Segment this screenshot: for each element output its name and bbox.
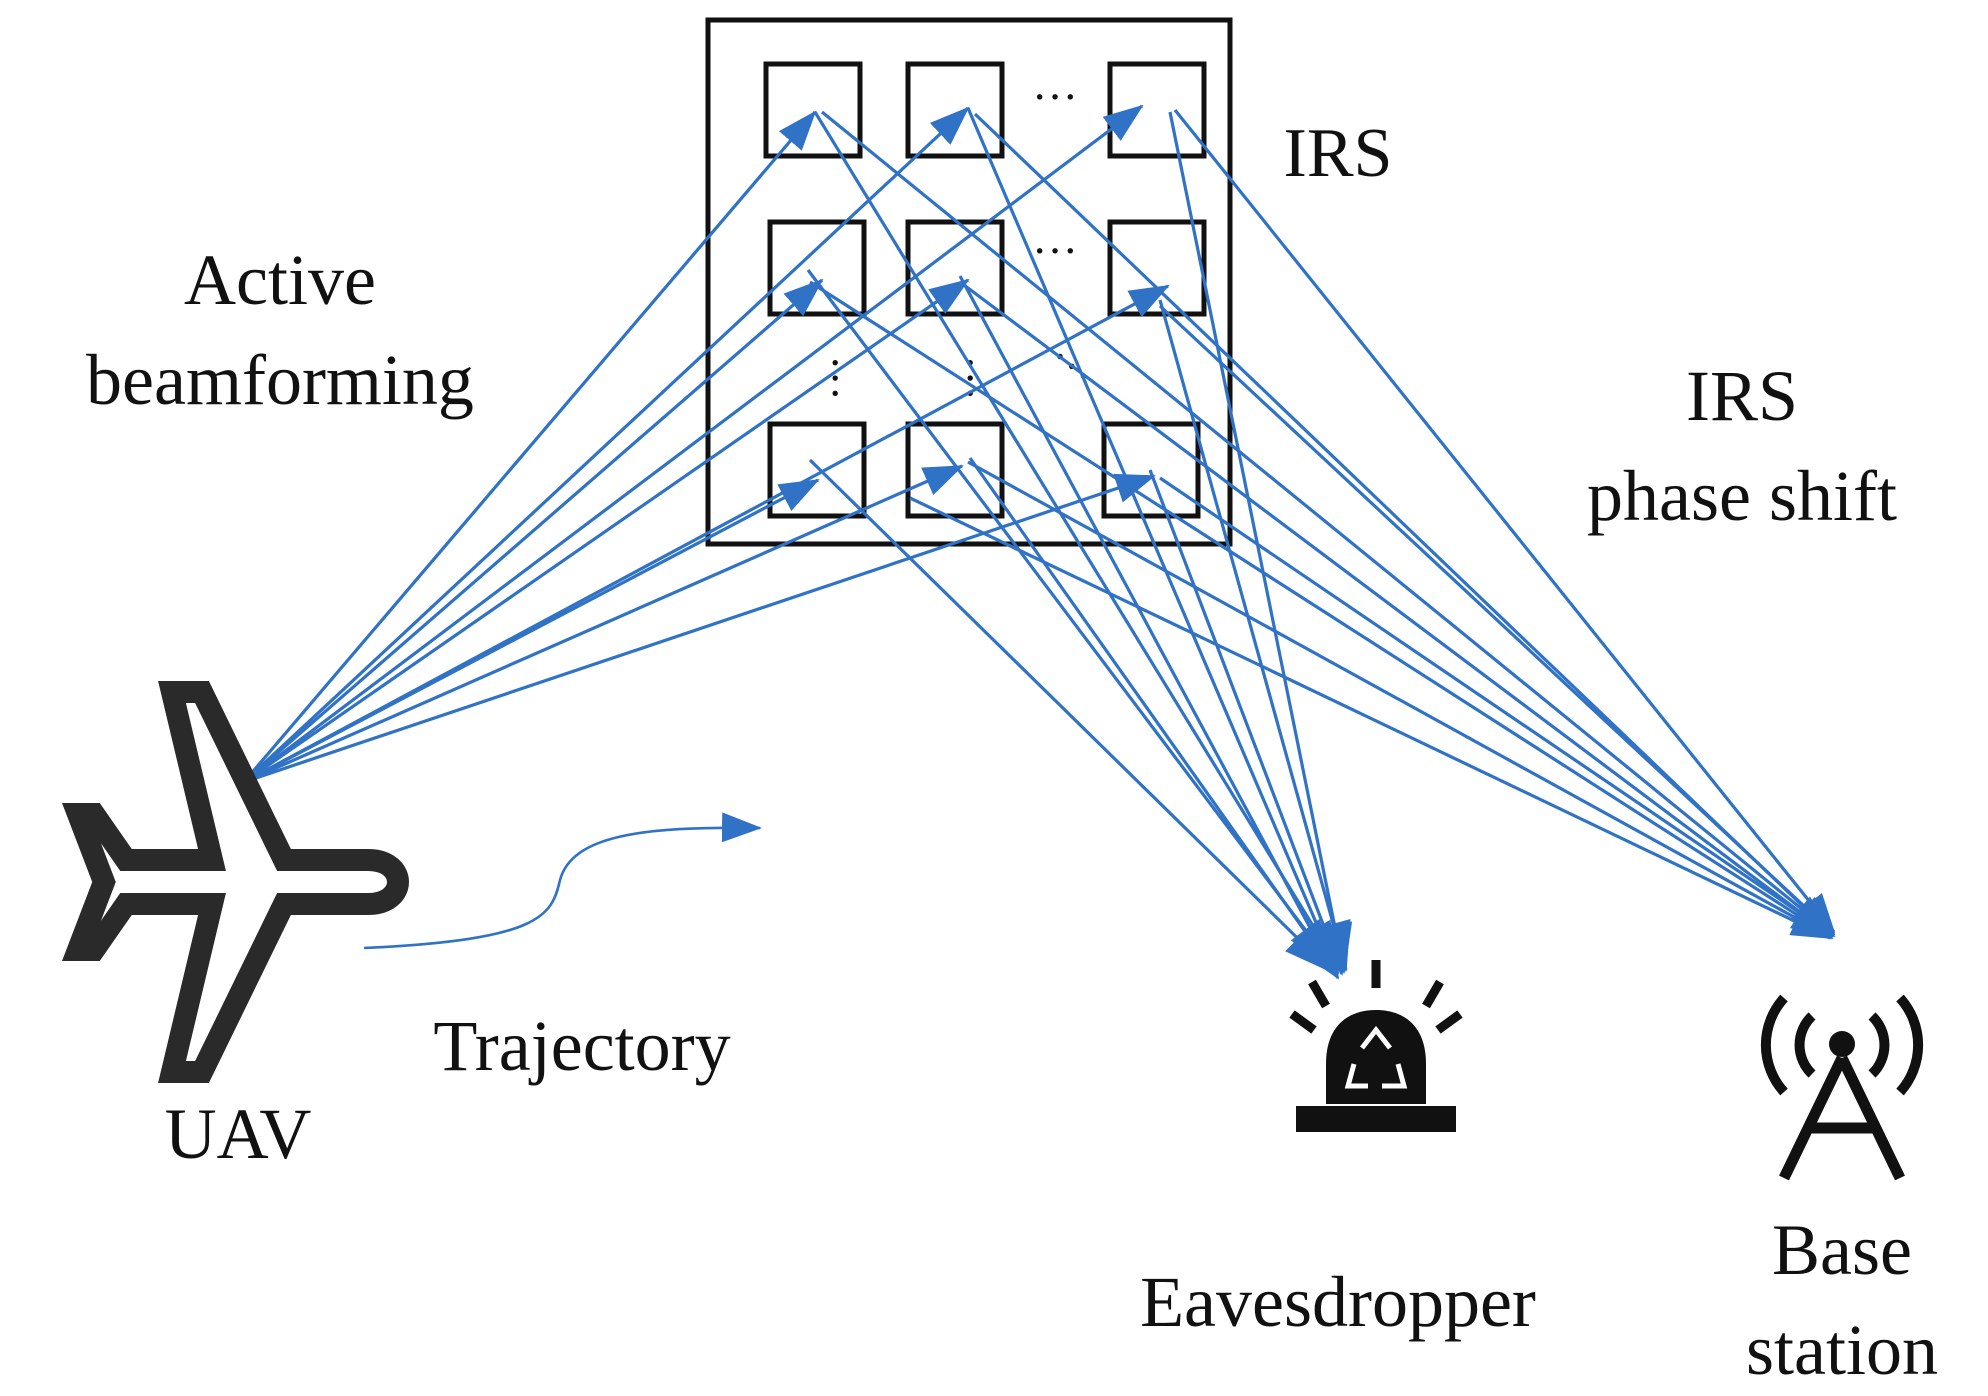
irs-phase-shift-label-line2: phase shift [1587, 456, 1897, 536]
beam-arrow [243, 278, 970, 784]
trajectory-label: Trajectory [433, 1006, 730, 1086]
beam-arrow [966, 107, 1340, 976]
beam-arrow [243, 464, 964, 784]
beam-arrow [820, 110, 1832, 934]
beam-arrow [909, 496, 1832, 940]
irs-ellipsis-col1: ··· [810, 355, 861, 401]
beam-arrow [242, 110, 817, 784]
beam-arrow [968, 457, 1340, 980]
beam-arrow [967, 460, 1834, 940]
beam-arrow [243, 473, 1156, 784]
irs-element [1107, 219, 1207, 317]
beam-arrow [242, 106, 970, 784]
beam-arrow [813, 111, 1342, 972]
beams [242, 104, 1836, 980]
beam-arrow [1158, 304, 1836, 936]
airplane-icon [62, 681, 409, 1083]
beam-arrow [242, 278, 824, 784]
beam-arrow [243, 104, 1144, 784]
irs-ellipsis-row2: ··· [1032, 225, 1078, 276]
beam-arrow [1158, 299, 1351, 972]
active-beamforming-label-line1: Active [184, 240, 376, 320]
irs-element [763, 61, 863, 159]
active-beamforming-label-line2: beamforming [86, 340, 474, 420]
uav-label: UAV [165, 1094, 312, 1174]
irs-element [767, 421, 867, 519]
beam-arrow [243, 478, 820, 784]
irs-element [1107, 61, 1207, 159]
irs-element [905, 421, 1005, 519]
beam-arrow [1159, 476, 1836, 938]
irs-label: IRS [1284, 115, 1393, 192]
base-station-label-line2: station [1746, 1310, 1938, 1390]
beam-arrow [809, 280, 1832, 938]
irs-element [767, 219, 867, 317]
beam-arrow [958, 275, 1338, 978]
beam-arrow [959, 280, 1834, 938]
antenna-tower-icon [1760, 994, 1924, 1181]
irs-phase-shift-label-line1: IRS [1686, 356, 1798, 436]
beam-arrow [1173, 108, 1836, 934]
beam-arrow [808, 458, 1334, 974]
recycle-icon [1344, 1025, 1408, 1089]
irs-element [905, 219, 1005, 317]
base-station-label-line1: Base [1772, 1210, 1912, 1290]
eavesdropper-label: Eavesdropper [1140, 1262, 1536, 1342]
beam-arrow [1148, 469, 1344, 976]
irs-frame [705, 17, 1233, 547]
irs-element [905, 61, 1005, 159]
trajectory-arrow [363, 812, 762, 950]
beam-arrow [806, 269, 1336, 970]
irs-to-base-station-beams [809, 108, 1836, 940]
irs-ellipsis-row1: ··· [1032, 71, 1078, 122]
irs-to-eavesdropper-beams [806, 107, 1353, 980]
alarm-siren-icon [1289, 960, 1463, 1132]
